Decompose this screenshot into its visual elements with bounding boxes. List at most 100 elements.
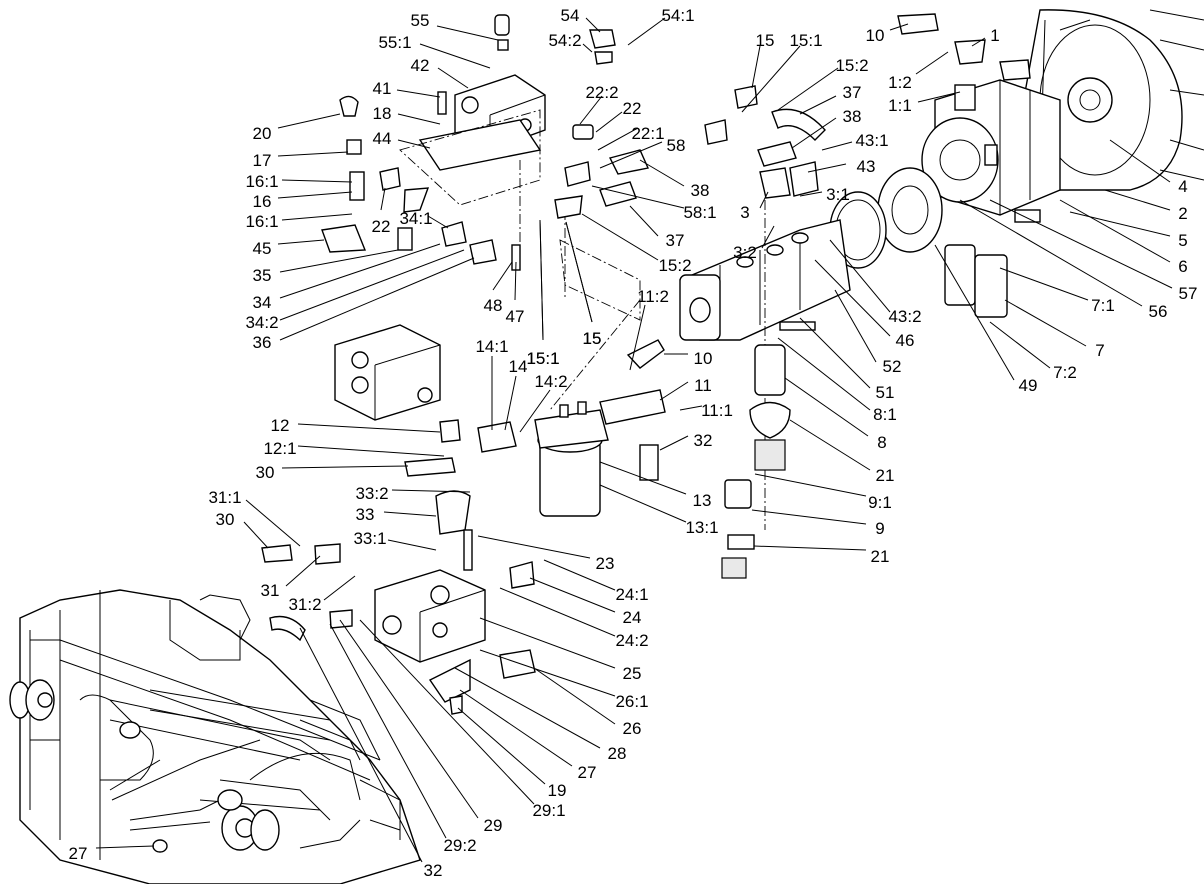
leader-line [419,43,491,69]
leader-line [679,405,703,411]
callout-label: 6 [1178,257,1187,276]
leader-line [504,375,517,431]
callout-label: 54:1 [661,6,694,25]
callout-label: 15 [583,329,602,348]
leader-line [595,111,623,133]
callout-label: 21 [876,466,895,485]
callout-label: 27 [578,763,597,782]
callout-label: 3:2 [733,243,757,262]
leader-line [821,141,853,151]
leader-line [999,267,1089,301]
leader-line [599,484,687,523]
main-pump [921,79,1061,216]
leader-line [479,617,616,669]
callout-label: 31:1 [208,488,241,507]
callout-label: 33:1 [353,529,386,548]
pump-flange [829,167,943,269]
callout-label: 54 [561,6,580,25]
callout-label: 15:1 [526,349,559,368]
leader-line [279,249,399,273]
leader-line [339,619,479,819]
leader-line [789,419,871,471]
callout-label: 43:2 [888,307,921,326]
callout-label: 15 [756,31,775,50]
callout-label: 27 [69,844,88,863]
leader-line [391,489,471,493]
leader-line [529,577,616,613]
leader-line [279,243,441,299]
leader-line [971,37,986,47]
callout-label: 42 [411,56,430,75]
callout-label: 11:2 [637,287,669,306]
leader-lines [95,17,1173,863]
leader-line [277,239,325,245]
callout-label: 10 [694,349,713,368]
leader-line [1004,299,1087,347]
leader-line [359,619,535,805]
callout-label: 22 [623,99,642,118]
callout-label: 2 [1178,204,1187,223]
callout-label: 35 [253,266,272,285]
callout-label: 3 [740,203,749,222]
leader-line [917,91,961,103]
callout-label: 14 [509,357,528,376]
callout-label: 32 [424,861,443,880]
leader-line [277,113,341,129]
machine-frame [9,589,421,884]
leader-line [243,521,269,549]
callout-label: 55 [411,11,430,30]
callout-label: 24:1 [615,585,648,604]
leader-line [245,499,301,547]
leader-line [777,337,871,411]
leader-line [279,249,465,321]
leader-line [989,321,1051,369]
leader-line [799,191,823,197]
leader-line [659,435,689,451]
leader-line [989,199,1173,289]
leader-line [761,225,775,249]
callout-label: 33:2 [355,484,388,503]
leader-line [380,187,386,211]
leader-line [759,191,769,209]
leader-line [281,179,353,183]
callout-label: 24:2 [615,631,648,650]
leader-line [565,221,593,323]
leader-line [741,45,801,113]
leader-line [457,707,546,785]
leader-line [514,261,517,301]
callout-label: 22:1 [631,124,664,143]
leader-line [279,257,475,341]
callout-label: 1:2 [888,73,912,92]
leader-line [277,191,353,199]
leader-line [791,117,837,149]
leader-line [1069,211,1171,237]
callout-label: 31 [261,581,280,600]
callout-label: 16 [253,192,272,211]
leader-line [959,199,1143,307]
leader-line [1059,199,1171,263]
callout-label: 16:1 [245,172,278,191]
callout-label: 15:1 [526,349,559,368]
callout-label: 34:2 [245,313,278,332]
callout-label: 57 [1179,284,1198,303]
leader-line [751,509,867,525]
leader-line [397,139,431,149]
leader-line [751,45,761,89]
callout-label: 52 [883,357,902,376]
leader-line [1109,139,1171,183]
leader-line [585,17,601,33]
callout-label: 38 [843,107,862,126]
callout-label: 55:1 [378,33,411,52]
callout-label: 7:2 [1053,363,1077,382]
callout-label: 12:1 [263,439,296,458]
leader-line [629,304,646,371]
callout-label: 24 [623,608,642,627]
callout-label: 49 [1019,376,1038,395]
callout-label: 38 [691,181,710,200]
leader-line [659,381,689,401]
leader-line [396,89,441,98]
leader-line [799,317,871,389]
leader-line [436,25,499,41]
callout-label: 44 [373,129,392,148]
